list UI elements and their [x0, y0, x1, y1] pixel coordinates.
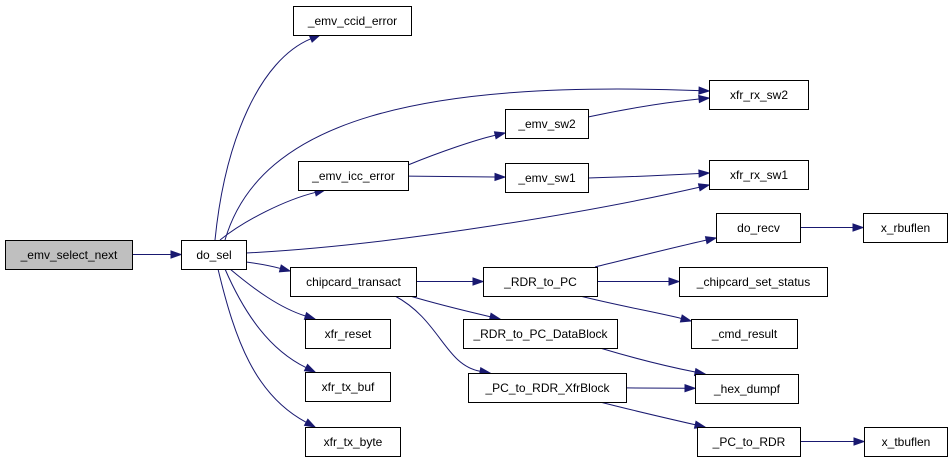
node-xfr-rx-sw1[interactable]: xfr_rx_sw1 [709, 160, 809, 190]
node-x-tbuflen[interactable]: x_tbuflen [864, 427, 948, 457]
node-rdr-to-pc-datablock[interactable]: _RDR_to_PC_DataBlock [463, 319, 618, 349]
edge-do_sel-to-xfr_rx_sw1 [245, 183, 711, 254]
edge-do_sel-to-chipcard_transact [245, 261, 292, 273]
node-label: _emv_icc_error [311, 169, 395, 183]
node-emv-select-next[interactable]: _emv_select_next [5, 240, 133, 270]
node-label: _emv_sw2 [517, 117, 576, 131]
node-label: _chipcard_set_status [696, 275, 810, 289]
node-label: do_sel [196, 248, 231, 262]
node-emv-icc-error[interactable]: _emv_icc_error [298, 161, 409, 191]
node-label: xfr_rx_sw1 [730, 168, 788, 182]
edge-chipcard_transact-to-rdr_to_pc_datablock [409, 295, 502, 321]
node-label: _PC_to_RDR_XfrBlock [484, 381, 610, 395]
node-chipcard-set-status[interactable]: _chipcard_set_status [679, 267, 828, 297]
edge-pc_to_rdr-to-x_tbuflen [800, 437, 866, 446]
node-label: _cmd_result [711, 327, 778, 341]
edge-pc_to_rdr_xfrblock-to-hex_dumpf [625, 383, 697, 393]
node-label: xfr_tx_buf [322, 380, 375, 394]
node-label: x_tbuflen [882, 435, 931, 449]
function-nodes: _emv_select_next do_sel _emv_ccid_error _em… [5, 6, 948, 457]
edge-do_sel-to-xfr_rx_sw2 [224, 86, 711, 241]
node-label: xfr_tx_byte [324, 435, 383, 449]
edge-pc_to_rdr_xfrblock-to-pc_to_rdr [599, 401, 707, 429]
node-label: _emv_select_next [20, 248, 118, 262]
node-pc-to-rdr[interactable]: _PC_to_RDR [697, 427, 801, 457]
edge-rdr_to_pc-to-cmd_result [579, 295, 693, 323]
node-xfr-reset[interactable]: xfr_reset [305, 319, 391, 349]
edge-do_recv-to-x_rbuflen [799, 223, 865, 232]
node-label: _hex_dumpf [713, 382, 781, 396]
node-label: _RDR_to_PC [503, 275, 577, 289]
node-label: _RDR_to_PC_DataBlock [472, 327, 608, 341]
edge-rdr_to_pc-to-chipcard_set_status [596, 277, 681, 286]
node-emv-sw1[interactable]: _emv_sw1 [505, 163, 589, 193]
node-do-recv[interactable]: do_recv [716, 213, 801, 243]
node-pc-to-rdr-xfrblock[interactable]: _PC_to_RDR_XfrBlock [468, 373, 627, 403]
node-xfr-tx-byte[interactable]: xfr_tx_byte [305, 427, 401, 457]
node-cmd-result[interactable]: _cmd_result [691, 319, 798, 349]
node-emv-ccid-error[interactable]: _emv_ccid_error [293, 6, 412, 36]
edge-emv_select_next-to-do_sel [131, 250, 183, 259]
edge-rdr_to_pc-to-do_recv [594, 236, 718, 268]
edge-emv_sw1-to-xfr_rx_sw1 [587, 169, 711, 179]
edge-do_sel-to-emv_icc_error [219, 188, 327, 241]
node-label: _emv_ccid_error [307, 14, 397, 28]
edge-emv_icc_error-to-emv_sw2 [407, 131, 507, 166]
node-label: x_rbuflen [881, 221, 930, 235]
node-label: do_recv [737, 221, 780, 235]
node-rdr-to-pc[interactable]: _RDR_to_PC [483, 267, 598, 297]
node-label: _PC_to_RDR [712, 435, 786, 449]
edge-do_sel-to-xfr_tx_byte [217, 268, 317, 428]
node-xfr-tx-buf[interactable]: xfr_tx_buf [305, 372, 391, 402]
node-emv-sw2[interactable]: _emv_sw2 [505, 109, 589, 139]
node-chipcard-transact[interactable]: chipcard_transact [290, 267, 417, 297]
edge-rdr_to_pc_datablock-to-hex_dumpf [599, 347, 707, 377]
node-label: xfr_reset [325, 327, 372, 341]
edge-do_sel-to-xfr_tx_buf [224, 268, 317, 373]
node-hex-dumpf[interactable]: _hex_dumpf [695, 374, 799, 404]
edge-do_sel-to-emv_ccid_error [214, 34, 322, 241]
node-label: _emv_sw1 [517, 171, 576, 185]
edge-chipcard_transact-to-rdr_to_pc [415, 277, 485, 286]
node-label: xfr_rx_sw2 [730, 88, 788, 102]
edge-emv_sw2-to-xfr_rx_sw2 [587, 94, 711, 118]
node-label: chipcard_transact [306, 275, 401, 289]
edge-emv_icc_error-to-emv_sw1 [407, 172, 507, 182]
node-xfr-rx-sw2[interactable]: xfr_rx_sw2 [709, 80, 809, 110]
node-do-sel[interactable]: do_sel [181, 240, 247, 270]
node-x-rbuflen[interactable]: x_rbuflen [863, 213, 948, 243]
